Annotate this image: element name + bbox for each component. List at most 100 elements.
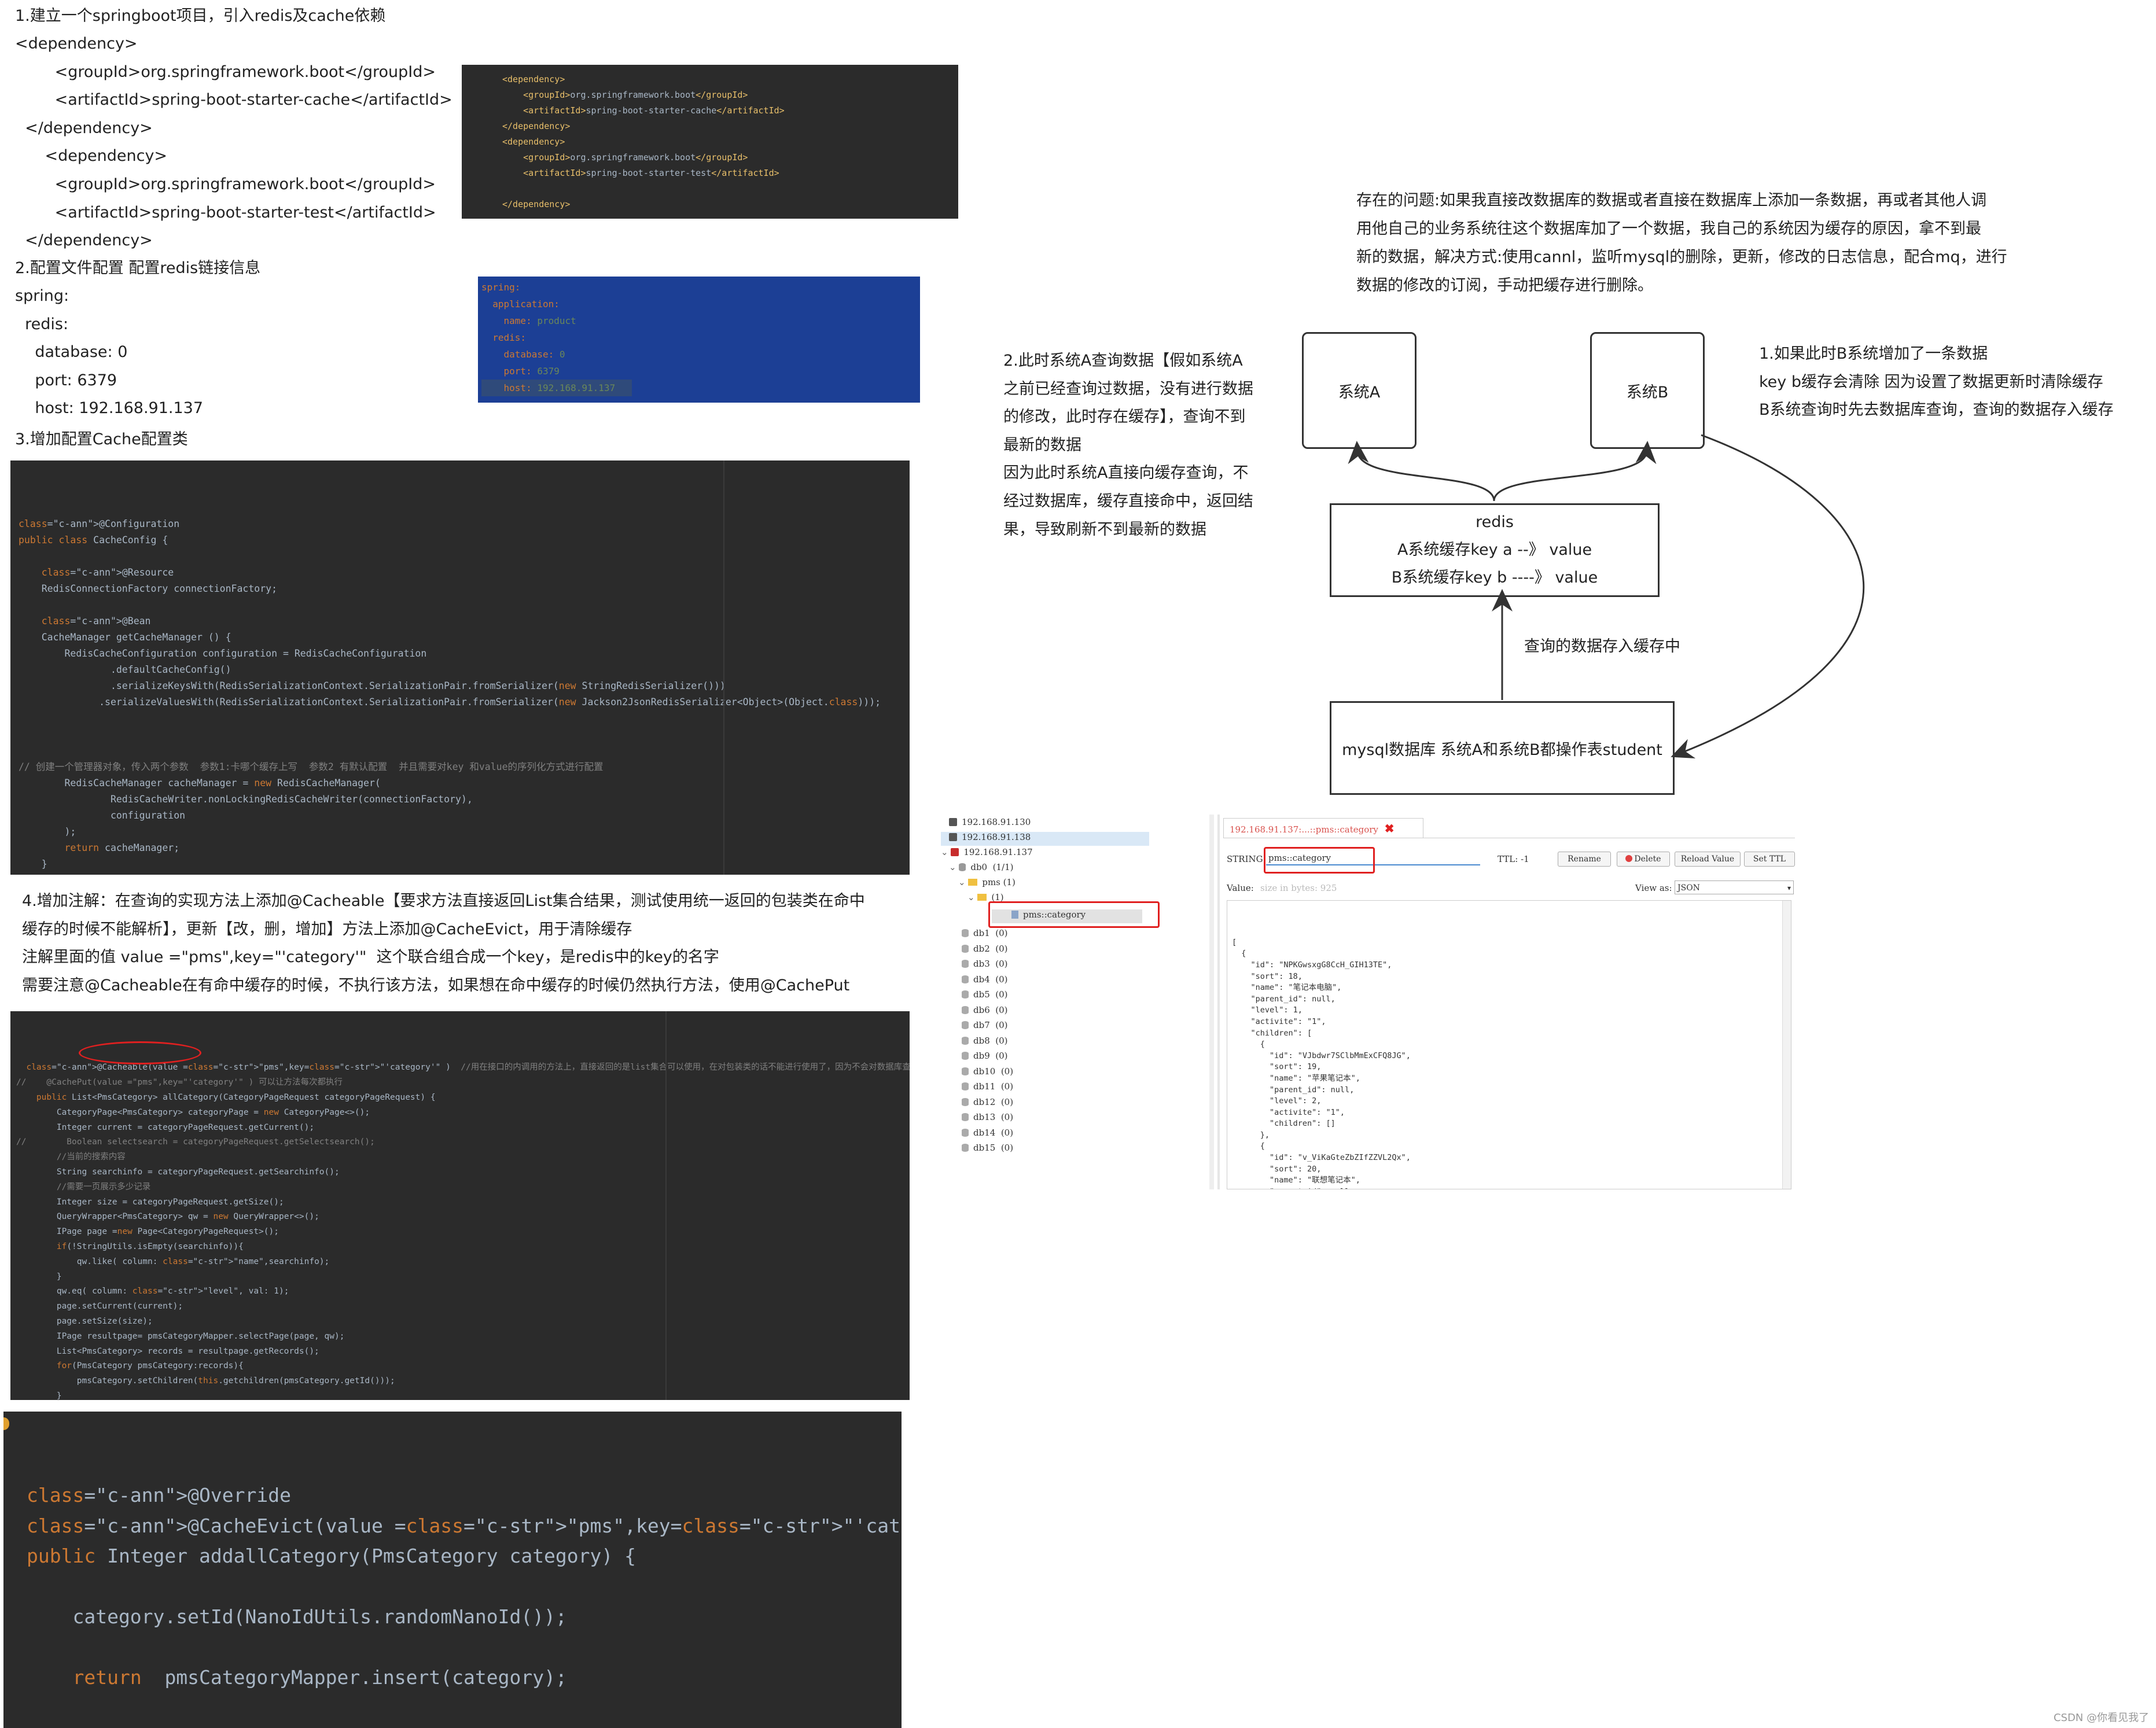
database-icon: [962, 1021, 969, 1029]
set-ttl-button[interactable]: Set TTL: [1744, 852, 1795, 867]
editor-gutter-line: [723, 460, 724, 875]
code-line: // Boolean selectsearch = categoryPageRe…: [16, 1137, 375, 1147]
folder-item[interactable]: ⌄ (1): [967, 892, 1004, 902]
database-icon: [959, 863, 966, 871]
json-line: {: [1232, 1040, 1265, 1049]
database-icon: [962, 1067, 969, 1075]
code-line: }: [16, 1272, 62, 1281]
db-item[interactable]: db1 (0): [962, 928, 1008, 938]
db-item[interactable]: db4 (0): [962, 974, 1008, 985]
db-item[interactable]: db8 (0): [962, 1036, 1008, 1046]
problem-text: 存在的问题:如果我直接改数据库的数据或者直接在数据库上添加一条数据，再或者其他人…: [1356, 186, 2007, 300]
chevron-down-icon[interactable]: ⌄: [941, 847, 951, 857]
server-icon: [949, 818, 957, 826]
code-line: CategoryPage<PmsCategory> categoryPage =…: [16, 1107, 370, 1117]
lightbulb-icon[interactable]: [3, 1417, 9, 1430]
problem-line: 新的数据，解决方式:使用cannl，监听mysql的删除，更新，修改的日志信息，…: [1356, 248, 2007, 266]
db-item[interactable]: db12 (0): [962, 1097, 1013, 1107]
yaml-line: spring:: [15, 287, 69, 305]
yaml-code-line: database: 0: [503, 349, 565, 360]
database-icon: [962, 929, 969, 937]
right-explanation-line: key b缓存会清除 因为设置了数据更新时清除缓存: [1759, 373, 2103, 391]
key-item[interactable]: pms::category: [1011, 909, 1086, 920]
db-item[interactable]: db14 (0): [962, 1128, 1013, 1138]
json-line: "name": "笔记本电脑",: [1232, 983, 1342, 993]
chevron-down-icon[interactable]: ⌄: [949, 862, 959, 872]
db-item[interactable]: db15 (0): [962, 1143, 1013, 1153]
code-line: RedisCacheManager cacheManager = new Red…: [19, 778, 381, 789]
problem-line: 数据的修改的订阅，手动把缓存进行删除。: [1356, 277, 1653, 294]
yaml-code-line: application:: [492, 299, 560, 310]
step4-line: 需要注意@Cacheable在有命中缓存的时候，不执行该方法，如果想在命中缓存的…: [22, 976, 850, 994]
view-as-value: JSON: [1677, 883, 1700, 893]
arrow-system-b-to-mysql: [1671, 434, 1864, 758]
code-line: RedisConnectionFactory connectionFactory…: [19, 583, 278, 594]
step4-line: 4.增加注解：在查询的实现方法上添加@Cacheable【要求方法直接返回Lis…: [22, 892, 865, 910]
db-item[interactable]: db3 (0): [962, 959, 1008, 969]
code-line: List<PmsCategory> records = resultpage.g…: [16, 1346, 319, 1356]
code-line: <artifactId>spring-boot-starter-cache</a…: [523, 105, 785, 116]
close-icon[interactable]: ✖: [1384, 821, 1395, 835]
rename-button[interactable]: Rename: [1558, 852, 1611, 867]
db-item[interactable]: db5 (0): [962, 989, 1008, 1000]
database-icon: [962, 1036, 969, 1045]
chevron-down-icon[interactable]: ⌄: [967, 892, 978, 902]
chevron-down-icon[interactable]: ⌄: [958, 877, 969, 887]
store-label: 查询的数据存入缓存中: [1524, 638, 1680, 655]
view-as-select[interactable]: JSON ▾: [1675, 880, 1794, 894]
code-line: );: [19, 826, 76, 837]
db-item[interactable]: db11 (0): [962, 1081, 1013, 1092]
db-item[interactable]: db6 (0): [962, 1005, 1008, 1015]
key-name-highlight-box: [1264, 847, 1375, 874]
code-line: class="c-ann">@Bean: [41, 616, 151, 627]
system-a-box: 系统A: [1302, 332, 1417, 449]
key-tab[interactable]: 192.168.91.137:...::pms::category ✖: [1223, 818, 1423, 838]
string-label: STRING:: [1227, 854, 1266, 864]
json-value-area[interactable]: [ { "id": "NPKGwsxgG8CcH_GIH13TE", "sort…: [1227, 900, 1791, 1189]
server-item[interactable]: 192.168.91.130: [949, 817, 1031, 827]
delete-button[interactable]: Delete: [1617, 852, 1670, 867]
server-item[interactable]: 192.168.91.138: [949, 832, 1031, 842]
database-icon: [962, 1113, 969, 1121]
editor-gutter-line: [665, 1011, 667, 1400]
db-item[interactable]: db9 (0): [962, 1051, 1008, 1061]
redis-desktop-manager: 192.168.91.130 192.168.91.138 ⌄ 192.168.…: [941, 815, 1795, 1189]
json-line: [: [1232, 937, 1237, 947]
code-line: }: [16, 1391, 62, 1400]
selected-row-highlight: [941, 832, 1149, 846]
json-line: "id": "v_ViKaGteZbZIfZZVL2Qx",: [1232, 1153, 1411, 1163]
code-line: </dependency>: [502, 121, 571, 131]
code-line: page.setSize(size);: [16, 1316, 153, 1326]
folder-item[interactable]: ⌄ pms (1): [958, 877, 1016, 887]
json-line: "id": "NPKGwsxgG8CcH_GIH13TE",: [1232, 960, 1392, 970]
step2-heading: 2.配置文件配置 配置redis链接信息: [15, 259, 261, 277]
db-item[interactable]: db10 (0): [962, 1066, 1013, 1077]
database-icon: [962, 1082, 969, 1090]
database-icon: [962, 1128, 969, 1137]
code-line: class="c-ann">@Override: [27, 1484, 291, 1506]
db-item[interactable]: db13 (0): [962, 1112, 1013, 1122]
arrow-redis-to-system-b: [1493, 441, 1657, 502]
panel-divider[interactable]: [1217, 815, 1220, 1189]
json-line: "sort": 18,: [1232, 971, 1303, 981]
tree-scrollbar[interactable]: [1209, 815, 1214, 1189]
code-line: configuration: [19, 810, 186, 821]
db-item[interactable]: db7 (0): [962, 1020, 1008, 1030]
json-line: "sort": 20,: [1232, 1164, 1322, 1174]
code-line: }: [19, 859, 47, 869]
json-scrollbar[interactable]: [1782, 901, 1791, 1189]
db-item[interactable]: ⌄ db0 (1/1): [949, 862, 1014, 872]
yaml-text: spring: redis: database: 0 port: 6379 ho…: [15, 282, 203, 423]
db-item[interactable]: db2 (0): [962, 944, 1008, 954]
code-line: CacheManager getCacheManager () {: [19, 632, 231, 643]
yaml-code-line: host: 192.168.91.137: [481, 380, 632, 396]
right-explanation-line: B系统查询时先去数据库查询，查询的数据存入缓存: [1759, 401, 2114, 419]
tab-title: 192.168.91.137:...::pms::category: [1230, 824, 1378, 835]
reload-value-button[interactable]: Reload Value: [1675, 852, 1741, 867]
code-line: <groupId>org.springframework.boot</group…: [523, 152, 748, 163]
dependency-line: <dependency>: [15, 147, 168, 165]
yaml-line: redis:: [15, 315, 69, 333]
server-item[interactable]: ⌄ 192.168.91.137: [941, 847, 1033, 857]
code-line: public class CacheConfig {: [19, 535, 168, 546]
